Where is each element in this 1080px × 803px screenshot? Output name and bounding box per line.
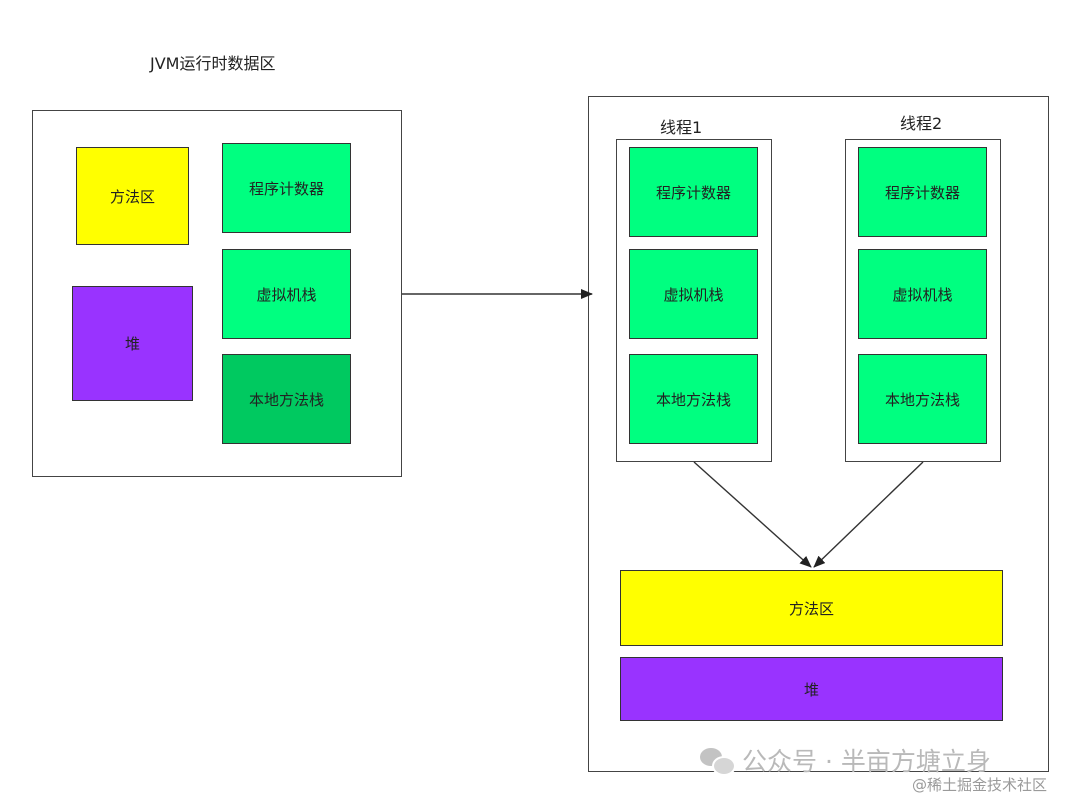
left-method-area-block: 方法区 [76, 147, 189, 245]
watermark-main-text: 公众号 · 半亩方塘立身 [742, 747, 991, 776]
thread2-label: 线程2 [900, 114, 943, 133]
left-native-method-stack-block: 本地方法栈 [222, 354, 351, 444]
shared-method-area-block: 方法区 [620, 570, 1003, 646]
thread2-native-method-stack-block: 本地方法栈 [858, 354, 987, 444]
thread1-native-method-stack-label: 本地方法栈 [655, 390, 731, 409]
left-vm-stack-label: 虚拟机栈 [256, 285, 317, 304]
thread2-vm-stack-label: 虚拟机栈 [892, 285, 953, 304]
thread1-vm-stack-block: 虚拟机栈 [629, 249, 758, 339]
shared-heap-block: 堆 [620, 657, 1003, 721]
thread2-vm-stack-block: 虚拟机栈 [858, 249, 987, 339]
shared-heap-label: 堆 [803, 680, 819, 699]
left-vm-stack-block: 虚拟机栈 [222, 249, 351, 339]
thread1-label: 线程1 [660, 118, 703, 137]
shared-method-area-label: 方法区 [788, 599, 834, 618]
thread2-program-counter-block: 程序计数器 [858, 147, 987, 237]
left-program-counter-label: 程序计数器 [248, 179, 324, 198]
watermark-wechat: 公众号 · 半亩方塘立身 [700, 742, 991, 778]
thread1-program-counter-label: 程序计数器 [655, 183, 731, 202]
left-native-method-stack-label: 本地方法栈 [248, 390, 324, 409]
wechat-icon [700, 746, 736, 776]
left-method-area-label: 方法区 [109, 187, 155, 206]
thread2-program-counter-label: 程序计数器 [884, 183, 960, 202]
left-heap-block: 堆 [72, 286, 193, 401]
thread1-native-method-stack-block: 本地方法栈 [629, 354, 758, 444]
left-heap-label: 堆 [124, 335, 140, 353]
left-program-counter-block: 程序计数器 [222, 143, 351, 233]
diagram-title: JVM运行时数据区 [150, 54, 276, 73]
thread1-program-counter-block: 程序计数器 [629, 147, 758, 237]
watermark-juejin: @稀土掘金技术社区 [912, 776, 1048, 794]
thread1-vm-stack-label: 虚拟机栈 [663, 285, 724, 304]
thread2-native-method-stack-label: 本地方法栈 [884, 390, 960, 409]
